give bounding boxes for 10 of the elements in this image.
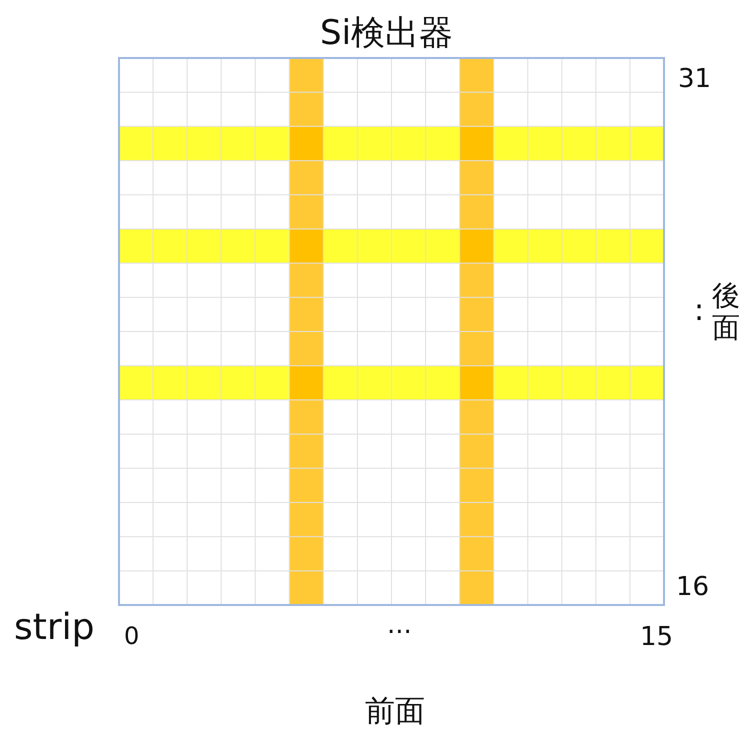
axis-label: 前面 <box>365 697 425 727</box>
strip-number: 15 <box>640 624 674 650</box>
axis-label: 後面 <box>712 280 740 344</box>
strip-number: 16 <box>676 574 710 600</box>
ellipsis: ... <box>387 612 412 638</box>
title: Si検出器 <box>320 16 454 50</box>
strip-number: 31 <box>678 66 712 92</box>
strip-number: 0 <box>124 624 140 648</box>
axis-label: strip <box>14 610 95 646</box>
ellipsis: : <box>694 296 704 326</box>
